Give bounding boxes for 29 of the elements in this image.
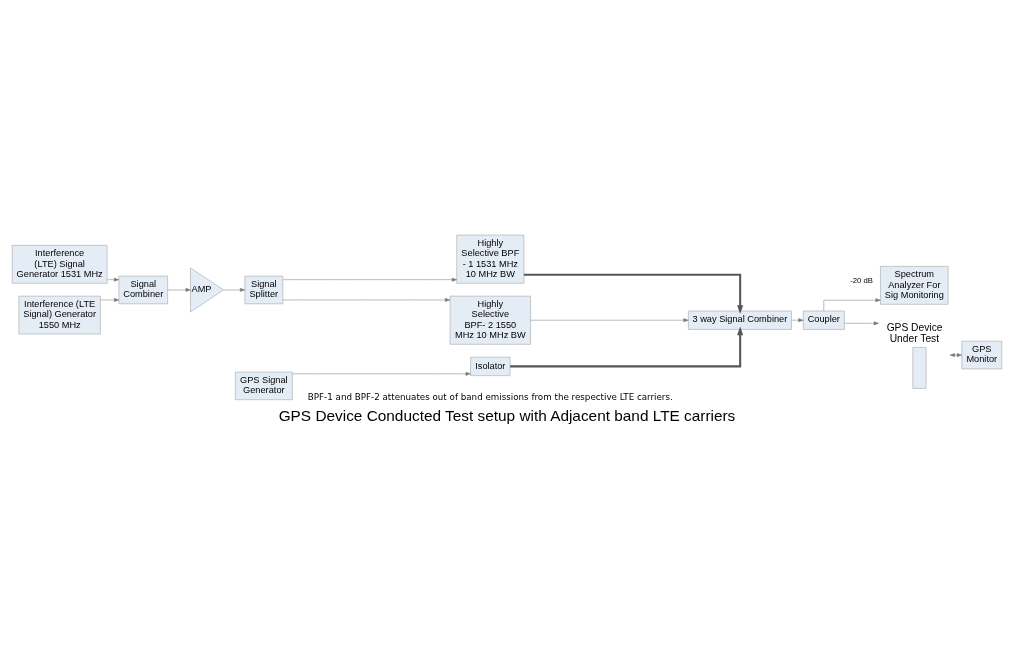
node-box: Highly Selective BPF- 2 1550 MHz 10 MHz BW — [449, 295, 531, 345]
arrow — [282, 298, 450, 302]
arrow — [843, 321, 879, 326]
arrow — [99, 298, 119, 302]
arrow — [282, 277, 457, 282]
node-box: Coupler — [802, 310, 845, 330]
arrow — [509, 326, 743, 368]
arrow — [291, 371, 471, 376]
node-label: GPS Device Under Test — [886, 321, 942, 345]
diagram-title: GPS Device Conducted Test setup with Adjacent band LTE carriers — [278, 407, 735, 425]
node-box: 3 way Signal Combiner — [687, 310, 792, 330]
node-box: Isolator — [469, 356, 510, 376]
arrow — [823, 298, 881, 312]
node-box: GPS Monitor — [961, 341, 1002, 370]
arrow — [167, 288, 191, 292]
arrow — [106, 277, 119, 282]
node-box: Spectrum Analyzer For Sig Monitoring — [879, 266, 948, 305]
arrow — [949, 353, 962, 357]
caption: BPF-1 and BPF-2 attenuates out of band emissions from the respective LTE carriers. — [307, 391, 673, 402]
node-box: Interference (LTE) Signal Generator 1531 MHz — [11, 245, 107, 284]
node-box: GPS Signal Generator — [234, 371, 293, 400]
arrow — [523, 273, 743, 314]
arrow — [529, 318, 689, 323]
node-box: Highly Selective BPF - 1 1531 MHz 10 MHz BW — [455, 234, 524, 284]
arrow — [790, 318, 803, 323]
node-box: Signal Splitter — [244, 275, 283, 305]
node-box: Signal Combiner — [118, 275, 168, 305]
arrow — [222, 288, 245, 292]
node-box: Interference (LTE Signal) Generator 1550 MHz — [18, 295, 101, 335]
